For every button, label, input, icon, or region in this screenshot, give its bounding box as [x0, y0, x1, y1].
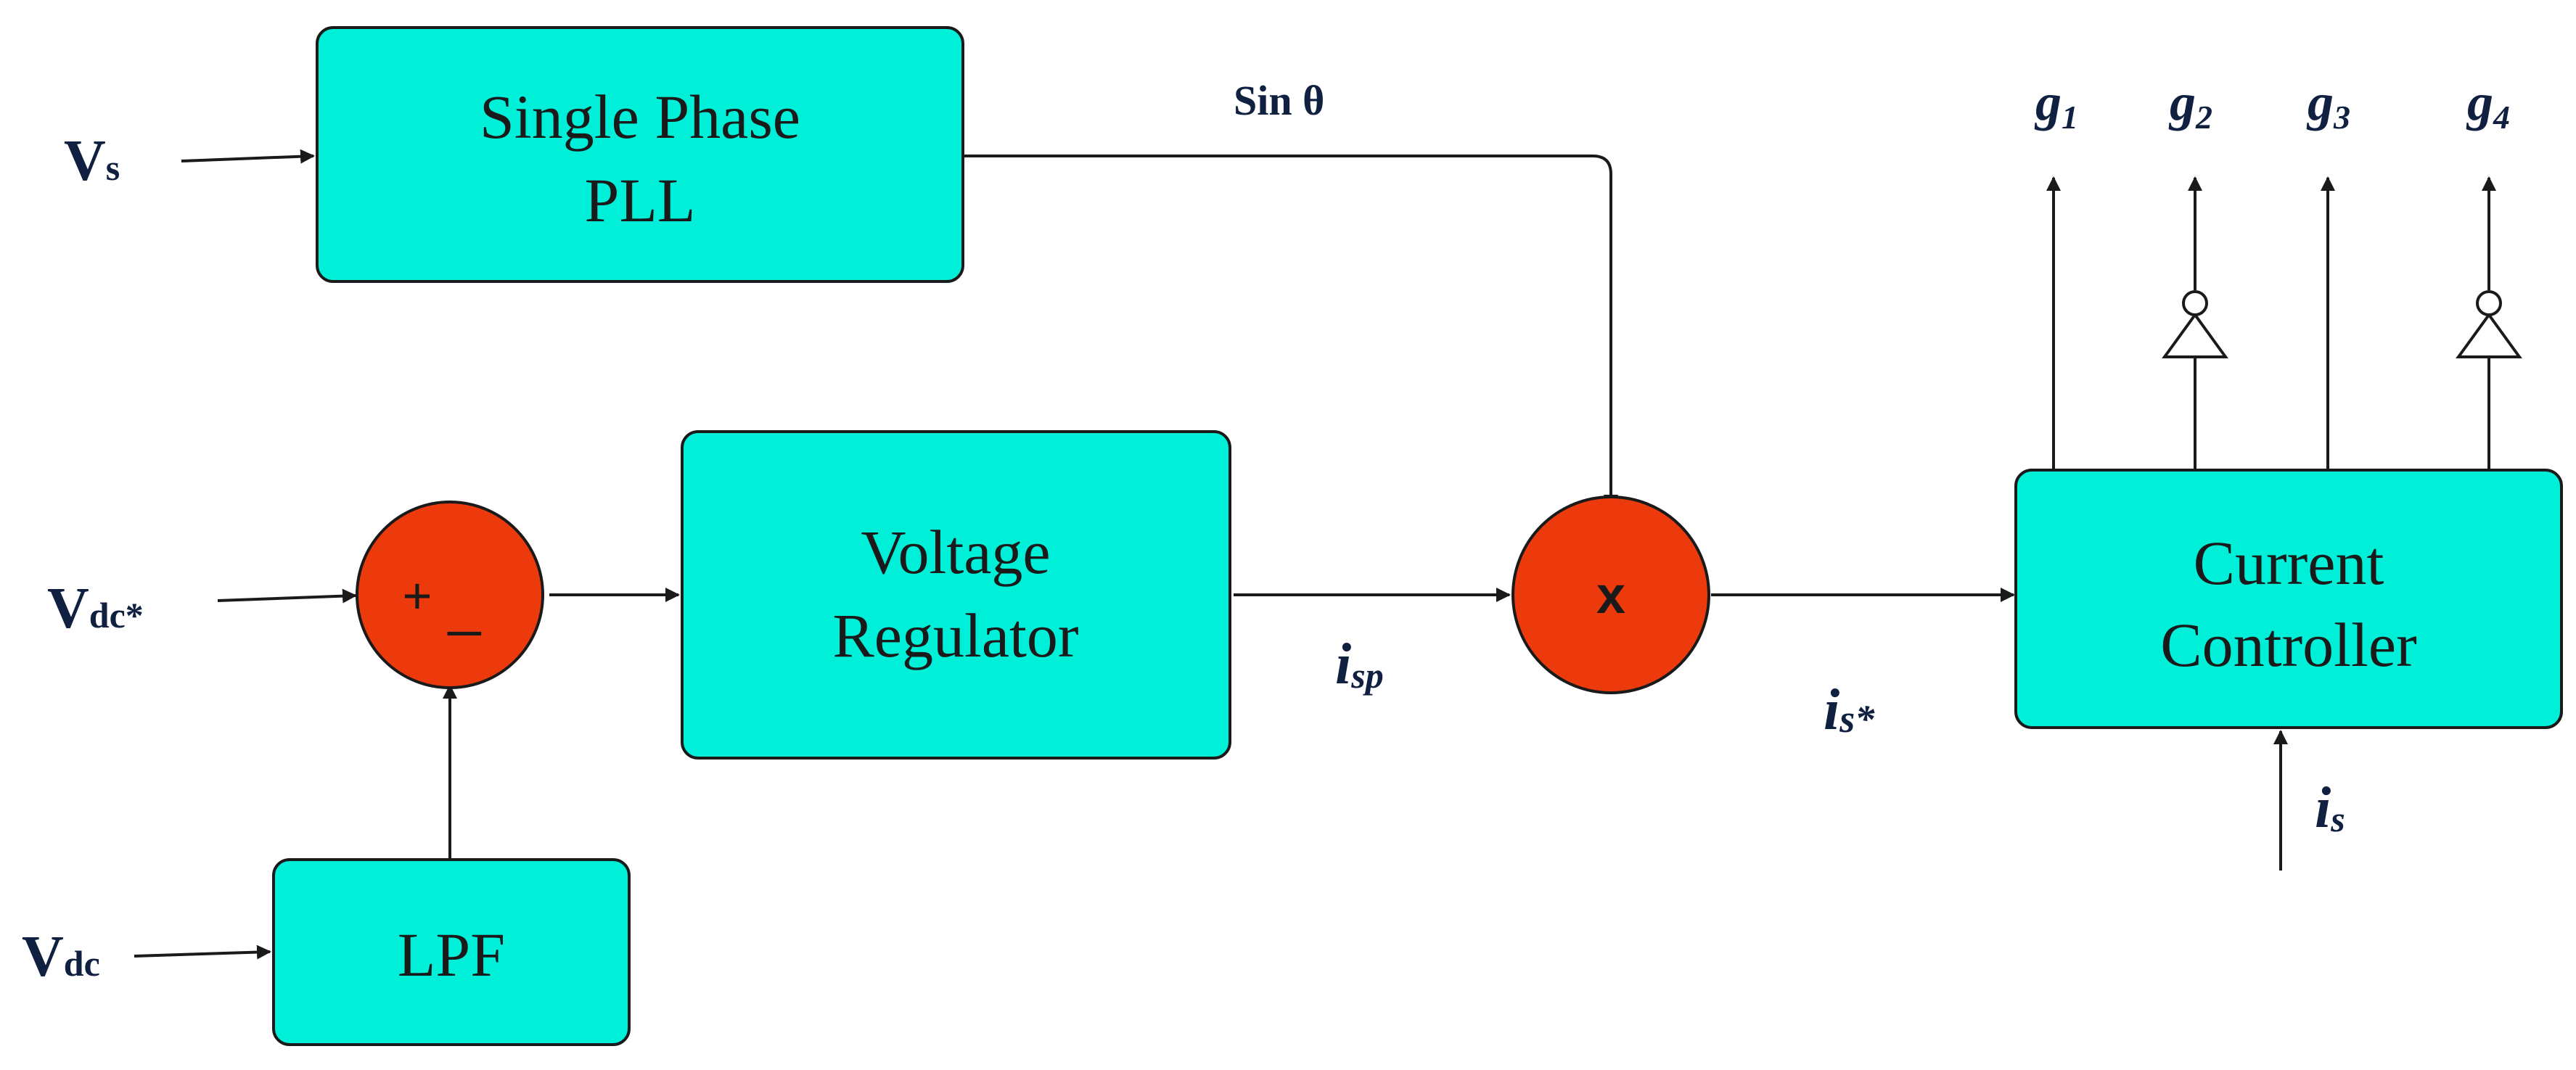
wire-vdc-to-lpf	[134, 945, 271, 960]
inverter-g2	[2162, 290, 2228, 358]
label-sin-theta: Sin θ	[1234, 77, 1324, 124]
voltage-regulator-label-line2: Regulator	[832, 601, 1078, 670]
label-is-ref: is*	[1824, 678, 1875, 742]
label-g3: g3	[2306, 73, 2350, 136]
current-controller-block: Current Controller	[2014, 469, 2563, 729]
wire-vs-to-pll	[181, 149, 315, 164]
label-is: is	[2315, 776, 2345, 840]
lpf-block: LPF	[272, 858, 631, 1046]
summer-minus: _	[447, 572, 482, 636]
multiplier-symbol: x	[1596, 567, 1625, 625]
current-controller-label-line1: Current	[2194, 528, 2384, 598]
pll-block: Single Phase PLL	[316, 26, 964, 283]
label-g2: g2	[2168, 73, 2212, 136]
summing-junction: + _	[356, 501, 544, 689]
label-g4: g4	[2466, 73, 2510, 136]
label-isp: isp	[1335, 633, 1384, 696]
summer-plus: +	[403, 567, 432, 624]
label-vdc-ref: Vdc*	[47, 577, 144, 641]
inverter-g4	[2456, 290, 2522, 358]
wire-pll-to-multiplier	[964, 155, 1618, 509]
pll-label-line2: PLL	[585, 165, 696, 235]
voltage-regulator-label-line1: Voltage	[861, 517, 1050, 587]
voltage-regulator-block: Voltage Regulator	[681, 430, 1231, 760]
label-vdc: Vdc	[22, 925, 100, 989]
current-controller-label-line2: Controller	[2160, 610, 2417, 680]
wire-vdcref-to-summer	[217, 588, 357, 604]
pll-label-line1: Single Phase	[480, 82, 800, 152]
multiplier-junction: x	[1511, 495, 1710, 694]
label-g1: g1	[2034, 73, 2078, 136]
label-vs: Vs	[64, 129, 120, 193]
lpf-label: LPF	[398, 920, 505, 989]
